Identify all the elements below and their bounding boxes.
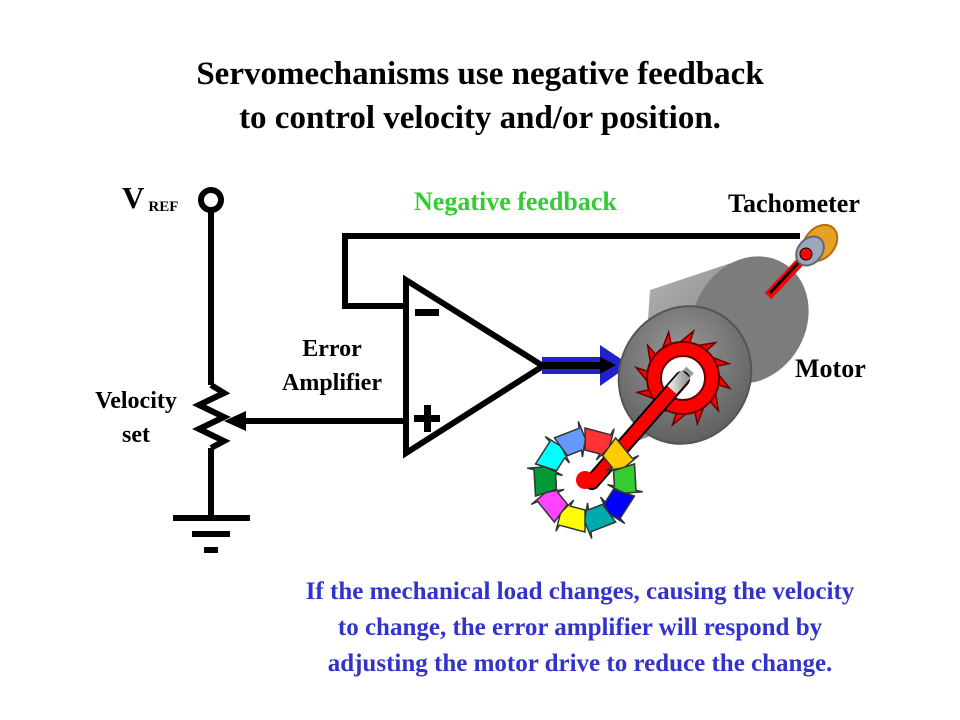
- rotation-indicator-wheel: [527, 421, 643, 539]
- wheel-hub: [576, 471, 594, 489]
- wheel-arrow-segment: [584, 427, 615, 461]
- ground-symbol: [173, 515, 250, 553]
- wheel-arrow-segment: [583, 502, 617, 539]
- tachometer-icon: [764, 223, 839, 300]
- plus-sign-icon: [414, 405, 440, 432]
- wheel-arrow-segment: [599, 488, 636, 525]
- velocity-label-line-2: set: [122, 422, 150, 448]
- velocity-set-label: Velocity set: [66, 384, 206, 452]
- note-line-3: adjusting the motor drive to reduce the …: [327, 650, 833, 677]
- wheel-arrow-segment: [555, 499, 586, 533]
- motor-label: Motor: [795, 354, 866, 383]
- error-amplifier-triangle: [403, 274, 549, 459]
- error-amplifier-label: Error Amplifier: [262, 332, 402, 400]
- tachometer-label: Tachometer: [728, 189, 860, 218]
- vref-subscript: REF: [148, 199, 179, 215]
- minus-sign-icon: [415, 309, 439, 316]
- error-label-line-1: Error: [302, 336, 362, 362]
- potentiometer-resistor: [192, 382, 231, 451]
- wheel-arrow-segment: [527, 466, 563, 498]
- title-line-1: Servomechanisms use negative feedback: [196, 56, 764, 92]
- velocity-label-line-1: Velocity: [95, 388, 177, 414]
- vref-terminal: [198, 187, 224, 213]
- negative-feedback-label: Negative feedback: [414, 187, 617, 216]
- vref-main: V: [122, 180, 145, 215]
- note-line-1: If the mechanical load changes, causing …: [305, 578, 855, 605]
- feedback-wire: [342, 233, 800, 309]
- wheel-arrow-segment: [553, 421, 587, 458]
- note-line-2: to change, the error amplifier will resp…: [337, 614, 823, 641]
- wheel-arrow-segment: [607, 462, 643, 494]
- wheel-arrow-segment: [534, 435, 571, 472]
- drive-arrow-icon: [542, 345, 630, 386]
- error-label-line-2: Amplifier: [282, 370, 382, 396]
- wheel-arrow-segment: [601, 436, 640, 472]
- wiper-arrow-icon: [224, 411, 246, 431]
- title-line-2: to control velocity and/or position.: [239, 100, 721, 136]
- motor-shaft: [584, 370, 691, 490]
- wheel-arrow-segment: [530, 488, 569, 524]
- explanation-note: If the mechanical load changes, causing …: [190, 574, 960, 682]
- slide-title: Servomechanisms use negative feedback to…: [0, 52, 960, 140]
